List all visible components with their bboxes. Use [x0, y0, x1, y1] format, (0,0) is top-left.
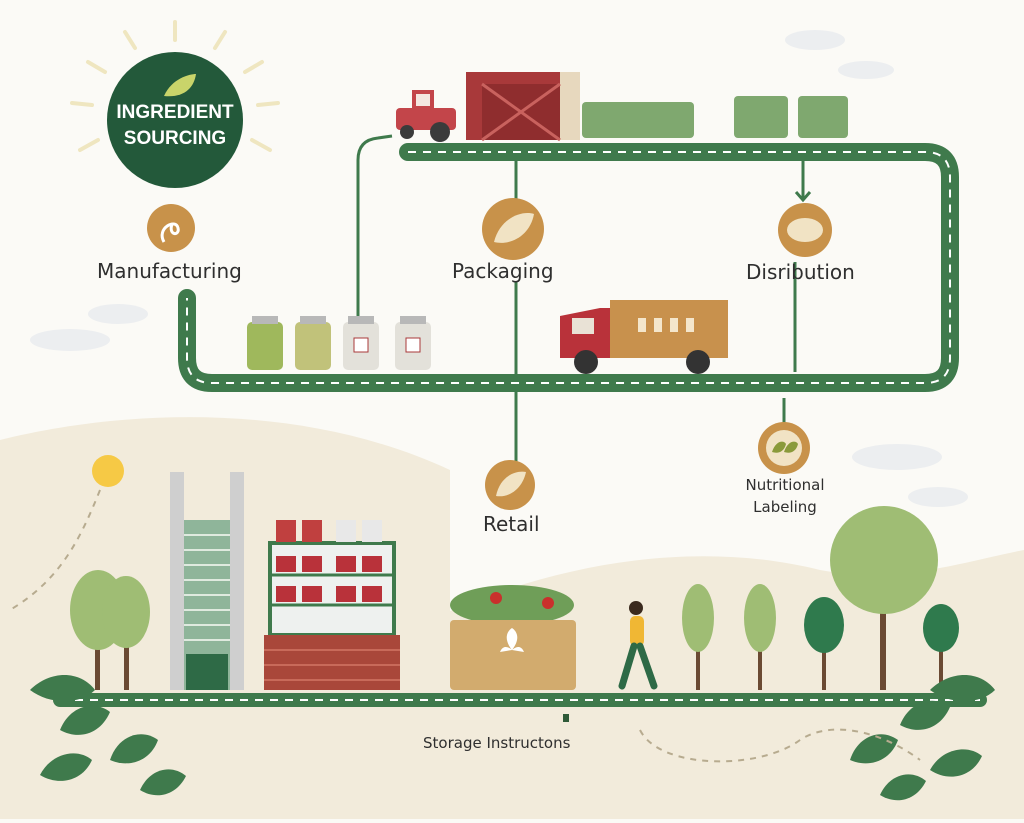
distribution-icon: [778, 203, 832, 257]
person-walking: [618, 601, 658, 690]
tractor: [396, 90, 456, 142]
dashed-trail: [639, 728, 921, 763]
sun-icon: [92, 455, 124, 487]
foliage-left: [30, 675, 186, 796]
jars: [247, 316, 431, 370]
packaging-label: Packaging: [452, 259, 554, 283]
storage-instructions-label: Storage Instructons: [423, 734, 571, 752]
barn: [466, 72, 580, 142]
factory: [170, 472, 244, 690]
truck: [560, 300, 728, 374]
sun-rays: [70, 20, 280, 152]
distribution-label: Disribution: [746, 260, 855, 284]
store-shelf: [264, 520, 400, 690]
retail-icon: [485, 460, 535, 510]
badge-label: INGREDIENT SOURCING: [115, 100, 235, 152]
produce-crate: [450, 585, 576, 690]
dashed-path: [9, 489, 101, 611]
clouds: [30, 30, 968, 507]
upper-road: [178, 143, 959, 392]
nutritional-line2: Labeling: [753, 498, 817, 516]
nutritional-labeling-label: Nutritional Labeling: [725, 474, 845, 518]
bottom-road: [53, 693, 987, 722]
manufacturing-label: Manufacturing: [97, 259, 242, 283]
retail-label: Retail: [483, 512, 540, 536]
nutritional-line1: Nutritional: [745, 476, 825, 494]
arrow-down-icon: [794, 191, 812, 203]
badge-line2: SOURCING: [123, 128, 227, 149]
packaging-icon: [482, 198, 544, 260]
ingredient-sourcing-badge: [107, 52, 243, 188]
nutritional-labeling-icon: [758, 422, 810, 474]
foliage-right: [850, 675, 995, 801]
connector-lines: [356, 134, 805, 462]
badge-line1: INGREDIENT: [116, 102, 234, 123]
trees: [70, 506, 959, 690]
manufacturing-icon: [147, 204, 195, 252]
crop-fields: [582, 96, 848, 138]
leaf-icon: [164, 74, 196, 97]
